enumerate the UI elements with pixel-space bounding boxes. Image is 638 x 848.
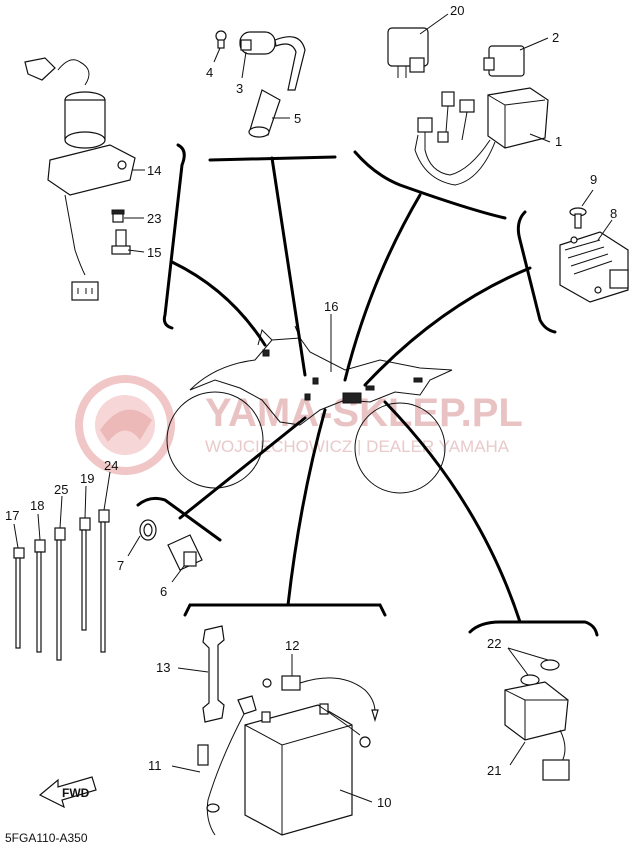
callout-17: 17 [5, 508, 19, 523]
leader-lines [170, 156, 532, 624]
callout-23: 23 [147, 211, 161, 226]
relay-20-part[interactable] [387, 27, 429, 78]
callout-16: 16 [324, 299, 338, 314]
key-icon [24, 57, 56, 81]
cable-tie-25[interactable] [54, 527, 66, 661]
callout-22: 22 [487, 636, 501, 651]
bolt-12-part[interactable] [262, 675, 379, 748]
cdi-unit-part[interactable] [414, 87, 549, 186]
callout-3: 3 [236, 81, 243, 96]
gasket-7-part[interactable] [139, 519, 157, 541]
callout-7: 7 [117, 558, 124, 573]
battery-location-marker [342, 392, 362, 404]
battery-band-part[interactable] [202, 625, 225, 723]
watermark: YAMA-SKLEP.PL WOJCIECHOWICZ | DEALER YAM… [75, 375, 523, 475]
screw-4-part[interactable] [215, 30, 227, 49]
callout-14: 14 [147, 163, 161, 178]
callout-9: 9 [590, 172, 597, 187]
plug-cap-part[interactable] [248, 89, 281, 138]
callout-20: 20 [450, 3, 464, 18]
callout-1: 1 [555, 134, 562, 149]
watermark-brand: YAMA-SKLEP.PL [205, 391, 523, 435]
callout-labels: 1 2 3 4 5 6 7 8 9 10 11 12 13 [5, 3, 617, 810]
fwd-arrow-icon: FWD [38, 776, 97, 809]
callout-10: 10 [377, 795, 391, 810]
neutral-switch-part[interactable] [167, 534, 203, 571]
callout-18: 18 [30, 498, 44, 513]
battery-lead-part[interactable] [197, 695, 257, 836]
fwd-label: FWD [62, 786, 90, 800]
cap-2-part[interactable] [483, 45, 525, 77]
callout-24: 24 [104, 458, 118, 473]
cable-tie-24[interactable] [98, 509, 110, 653]
callout-12: 12 [285, 638, 299, 653]
screw-23-part[interactable] [111, 209, 125, 223]
callout-11: 11 [148, 758, 162, 773]
main-switch-part[interactable] [24, 57, 136, 301]
callout-4: 4 [206, 65, 213, 80]
callout-19: 19 [80, 471, 94, 486]
diagram-code: 5FGA110-A350 [5, 831, 88, 845]
main-switch-connector [71, 281, 99, 301]
watermark-logo-icon [75, 375, 175, 475]
callout-8: 8 [610, 206, 617, 221]
motorcycle-outline [166, 325, 453, 494]
ignition-coil-part[interactable] [239, 31, 306, 91]
watermark-subtitle: WOJCIECHOWICZ | DEALER YAMAHA [205, 437, 510, 456]
callout-13: 13 [156, 660, 170, 675]
cable-tie-19[interactable] [79, 517, 91, 631]
cable-tie-17[interactable] [13, 547, 25, 649]
callout-5: 5 [294, 111, 301, 126]
callout-21: 21 [487, 763, 501, 778]
callout-15: 15 [147, 245, 161, 260]
callout-2: 2 [552, 30, 559, 45]
nut-22-parts[interactable] [520, 659, 560, 686]
battery-part[interactable] [244, 703, 353, 836]
starter-relay-part[interactable] [504, 681, 570, 781]
rectifier-regulator-part[interactable] [559, 231, 629, 303]
cable-tie-18[interactable] [34, 539, 46, 653]
callout-25: 25 [54, 482, 68, 497]
bolt-15-part[interactable] [111, 229, 131, 255]
callout-6: 6 [160, 584, 167, 599]
screw-9-part[interactable] [569, 207, 587, 229]
cable-ties[interactable] [13, 509, 110, 661]
